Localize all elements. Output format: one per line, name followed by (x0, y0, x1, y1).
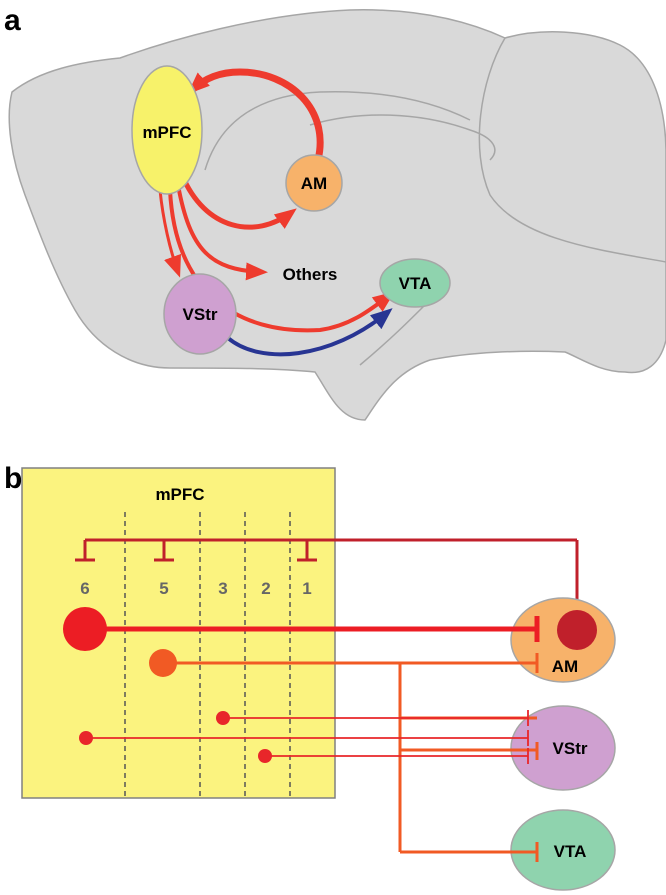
brain-curve-callosum (204, 91, 471, 171)
region-vstr (163, 273, 237, 355)
arrow-mpfc-to-vta (168, 189, 395, 333)
arrow-mpfc-to-vstr (158, 189, 181, 278)
am-neuron (557, 610, 597, 650)
layer-label-5: 5 (159, 579, 168, 598)
neuron-layer-3 (216, 711, 230, 725)
region-mpfc (131, 65, 203, 195)
layer-label-2: 2 (261, 579, 270, 598)
brain-curve-cerebellum (478, 37, 666, 263)
mpfc-box-title: mPFC (155, 485, 204, 504)
arrow-vstr-to-vta (226, 308, 393, 357)
region-vta-b-label: VTA (554, 842, 587, 861)
arrow-mpfc-to-am (179, 174, 297, 230)
neuron-layer-5 (149, 649, 177, 677)
region-vta-label: VTA (399, 274, 432, 293)
neuron-layer-6-small (79, 731, 93, 745)
layer-label-3: 3 (218, 579, 227, 598)
region-vstr-b (510, 705, 616, 791)
neuron-layer-2 (258, 749, 272, 763)
others-label: Others (283, 265, 338, 284)
l6-to-am-projection (85, 616, 540, 642)
region-vta-b (510, 809, 616, 891)
panel-b: b mPFC 6 5 3 2 1 AM V (4, 462, 616, 891)
region-mpfc-label: mPFC (142, 123, 191, 142)
layer-label-1: 1 (302, 579, 311, 598)
brain-outline (8, 9, 666, 421)
arrow-am-to-mpfc (187, 68, 324, 161)
region-vstr-b-label: VStr (553, 739, 588, 758)
brain-curve-hippocampus (309, 114, 496, 161)
panel-a: a mPFC AM Others VStr VTA (4, 4, 666, 421)
layer-label-6: 6 (80, 579, 89, 598)
l2-to-vstr-projection (265, 748, 529, 764)
l6b-to-vstr-projection (86, 730, 529, 746)
region-vstr-label: VStr (183, 305, 218, 324)
l3-to-vstr-projection (223, 710, 529, 726)
region-am-label: AM (301, 174, 327, 193)
region-am-b-label: AM (552, 657, 578, 676)
panel-a-label: a (4, 4, 21, 37)
region-am (285, 154, 343, 212)
region-vta (379, 258, 451, 308)
neuron-layer-6 (63, 607, 107, 651)
panel-b-label: b (4, 462, 22, 495)
arrow-mpfc-to-others (176, 184, 268, 281)
